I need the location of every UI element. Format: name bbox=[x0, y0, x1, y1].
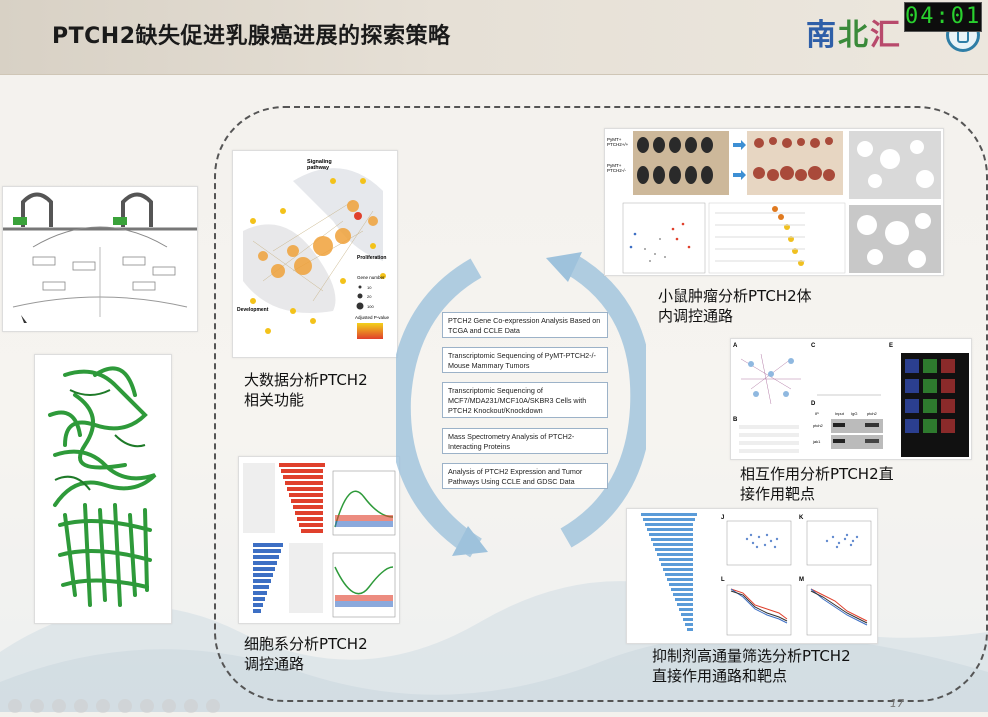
panel-d-igg: IgG bbox=[851, 411, 857, 416]
panel-d-row2: jak1 bbox=[812, 439, 821, 444]
label-big-data: 大数据分析PTCH2 相关功能 bbox=[244, 371, 368, 409]
signaling-diagram bbox=[2, 186, 198, 332]
panel-l-label: L bbox=[721, 577, 725, 583]
network-legend-title: Gene number bbox=[357, 275, 385, 280]
label-interaction: 相互作用分析PTCH2直 接作用靶点 bbox=[740, 465, 894, 503]
inhibitor-svg: J K L M bbox=[627, 509, 877, 643]
panel-d-label: D bbox=[811, 401, 816, 407]
page-number: 17 bbox=[890, 697, 904, 710]
panel-d-ptch2: ptch2 bbox=[867, 411, 878, 416]
legend-item-3: 100 bbox=[367, 304, 374, 309]
logo-char-3: 汇 bbox=[870, 18, 902, 53]
flow-step-5: Analysis of PTCH2 Expression and Tumor P… bbox=[442, 463, 608, 489]
slide-title: PTCH2缺失促进乳腺癌进展的探索策略 bbox=[52, 24, 451, 49]
interaction-svg: A B C D IP Input IgG ptch2 ptch2 jak1 E bbox=[731, 339, 971, 459]
label-mouse: 小鼠肿瘤分析PTCH2体 内调控通路 bbox=[658, 287, 812, 325]
logo-char-2: 北 bbox=[838, 18, 870, 53]
logo: 南北汇 bbox=[806, 10, 902, 54]
panel-d-row1: ptch2 bbox=[813, 423, 824, 428]
cell-line-svg bbox=[239, 457, 399, 623]
panel-d-input: Input bbox=[835, 411, 845, 416]
panel-m-label: M bbox=[799, 577, 804, 583]
panel-e-label: E bbox=[889, 343, 893, 349]
protein-structure-svg bbox=[35, 355, 171, 623]
strategy-region bbox=[214, 106, 988, 702]
slide-header bbox=[0, 0, 988, 75]
panel-a-label: A bbox=[733, 343, 738, 349]
panel-k-label: K bbox=[799, 515, 804, 521]
mouse-tumor-svg: PyMT+PTCH2+/+ PyMT+PTCH2-/- bbox=[605, 129, 943, 275]
legend-item-1: 10 bbox=[367, 285, 372, 290]
protein-structure bbox=[34, 354, 172, 624]
interaction-panel: A B C D IP Input IgG ptch2 ptch2 jak1 E bbox=[730, 338, 972, 460]
signaling-diagram-svg bbox=[3, 187, 197, 331]
flow-step-2: Transcriptomic Sequencing of PyMT-PTCH2-… bbox=[442, 347, 608, 373]
mouse-row2-label: PyMT+PTCH2-/- bbox=[607, 163, 627, 173]
panel-c-label: C bbox=[811, 343, 816, 349]
panel-b-label: B bbox=[733, 417, 738, 423]
mouse-row1-label: PyMT+PTCH2+/+ bbox=[607, 137, 629, 147]
panel-d-ip: IP bbox=[815, 411, 819, 416]
legend-item-2: 20 bbox=[367, 294, 372, 299]
cycle-arrows bbox=[396, 252, 646, 558]
logo-char-1: 南 bbox=[806, 18, 838, 53]
inhibitor-panel: J K L M bbox=[626, 508, 878, 644]
slide-nav-dots bbox=[0, 698, 300, 713]
cell-line-panel bbox=[238, 456, 400, 624]
flow-step-4: Mass Spectrometry Analysis of PTCH2-Inte… bbox=[442, 428, 608, 454]
mouse-tumor-panel: PyMT+PTCH2+/+ PyMT+PTCH2-/- bbox=[604, 128, 944, 276]
flow-step-3: Transcriptomic Sequencing of MCF7/MDA231… bbox=[442, 382, 608, 418]
network-proliferation-label: Proliferation bbox=[357, 255, 386, 261]
network-development-label: Development bbox=[237, 307, 269, 313]
flow-step-1: PTCH2 Gene Co-expression Analysis Based … bbox=[442, 312, 608, 338]
label-cell-line: 细胞系分析PTCH2 调控通路 bbox=[244, 635, 368, 673]
countdown-timer: 04:01 bbox=[904, 2, 982, 32]
label-inhibitor: 抑制剂高通量筛选分析PTCH2 直接作用通路和靶点 bbox=[652, 647, 851, 685]
network-pvalue-label: Adjusted P-value bbox=[355, 315, 390, 320]
panel-j-label: J bbox=[721, 515, 724, 521]
